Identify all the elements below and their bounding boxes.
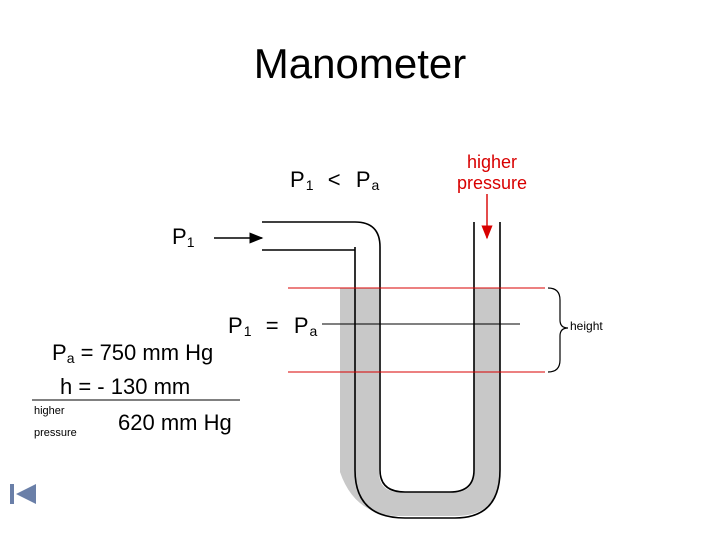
pressure-relation-less-than: P1 < Pa <box>290 167 379 193</box>
level-left-symbol: P <box>228 313 244 338</box>
relation-right-symbol: P <box>355 167 372 192</box>
relation-right-subscript: a <box>371 177 380 193</box>
u-tube-inner-wall <box>262 222 475 493</box>
gas-subscript: 1 <box>186 234 195 250</box>
gas-symbol: P <box>172 224 187 249</box>
level-left-subscript: 1 <box>243 323 252 339</box>
calc-note-higher: higher <box>34 405 65 417</box>
level-operator: = <box>265 313 280 338</box>
gas-pressure-label: P1 <box>172 224 194 250</box>
pressure-relation-equal: P1 = Pa <box>228 313 317 339</box>
atmosphere-label-higher: higher <box>466 152 518 172</box>
relation-left-subscript: 1 <box>305 177 314 193</box>
calc-atmospheric-pressure: Pa = 750 mm Hg <box>52 340 213 366</box>
back-nav-icon[interactable] <box>10 484 36 504</box>
calc-result: 620 mm Hg <box>118 410 232 435</box>
mercury-column <box>340 288 500 516</box>
height-label: height <box>570 319 603 333</box>
calc-pa-subscript: a <box>66 350 75 366</box>
u-tube-outer-wall <box>262 221 501 519</box>
calc-pa-value: = 750 mm Hg <box>80 340 214 365</box>
relation-left-symbol: P <box>290 167 306 192</box>
level-right-subscript: a <box>309 323 318 339</box>
calc-pa-symbol: P <box>52 340 67 365</box>
calc-height-difference: h = - 130 mm <box>60 374 191 399</box>
level-right-symbol: P <box>293 313 310 338</box>
atmosphere-label-pressure: pressure <box>456 173 528 193</box>
relation-operator: < <box>327 167 342 192</box>
page-title: Manometer <box>253 40 467 87</box>
height-brace <box>547 287 569 373</box>
calc-note-pressure: pressure <box>34 427 77 439</box>
